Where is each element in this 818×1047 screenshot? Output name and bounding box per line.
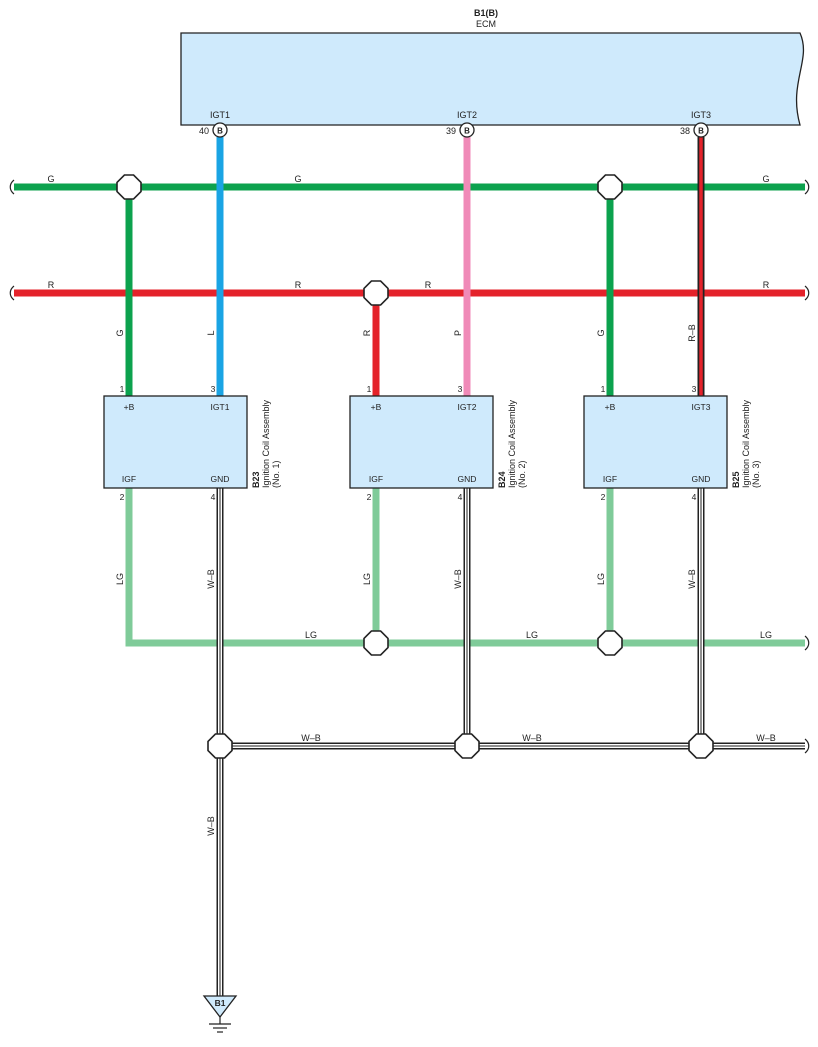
coil-3: +B IGT3 IGF GND 1 3 2 4 B25 Ignition Coi… (583, 384, 761, 502)
coil-1-number: (No. 1) (271, 460, 281, 488)
coil-1-code: B23 (251, 471, 261, 488)
wire-label-r-mid1: R (295, 280, 302, 290)
ecm-pin-igt3: B 38 (680, 122, 709, 138)
coil-2-n-gnd: 4 (458, 492, 463, 502)
wire-label-lg-d1: LG (115, 573, 125, 585)
ecm-block (180, 32, 805, 126)
coil-2-pin-b: +B (371, 402, 382, 412)
wire-label-drop-g1: G (115, 329, 125, 336)
ecm-pin-igt1: B 40 (199, 122, 228, 138)
coil-2-box (349, 395, 494, 489)
splice-lg-1 (363, 630, 389, 656)
splice-lg-2 (597, 630, 623, 656)
splice-r-mid (363, 280, 389, 306)
ecm-pin-igt1-number: 40 (199, 126, 209, 136)
coil-3-name: Ignition Coil Assembly (741, 399, 751, 488)
wire-wb-harness (216, 488, 805, 998)
wire-label-wb-ground: W–B (206, 816, 216, 836)
wire-label-drop-g3: G (596, 329, 606, 336)
coil-3-code: B25 (731, 471, 741, 488)
ecm-pin-igt1-label: IGT1 (210, 110, 230, 120)
wire-label-lg-d2: LG (362, 573, 372, 585)
ecm-pin-igt2-badge: B (464, 127, 470, 136)
wire-label-r-left: R (48, 280, 55, 290)
coil-1-pin-b: +B (124, 402, 135, 412)
wire-label-wb-d3: W–B (687, 569, 697, 589)
wire-label-g-mid: G (294, 174, 301, 184)
coil-2-pin-gnd: GND (458, 474, 477, 484)
ground-b1-triangle (202, 995, 238, 1019)
splice-wb-1 (207, 733, 233, 759)
coil-3-pin-igf: IGF (603, 474, 617, 484)
ecm-pin-igt3-number: 38 (680, 126, 690, 136)
wire-label-wb-h3: W–B (756, 733, 776, 743)
coil-1-box (103, 395, 248, 489)
wire-label-lg-h1: LG (305, 630, 317, 640)
coil-1-n-igt: 3 (211, 384, 216, 394)
splice-g-left (116, 174, 142, 200)
ecm-pin-igt2: B 39 (446, 122, 475, 138)
coil-1-n-gnd: 4 (211, 492, 216, 502)
coil-3-pin-gnd: GND (692, 474, 711, 484)
ecm-name-label: ECM (476, 19, 496, 29)
ecm-pin-igt2-label: IGT2 (457, 110, 477, 120)
wire-label-lg-d3: LG (596, 573, 606, 585)
coil-2-name: Ignition Coil Assembly (507, 399, 517, 488)
coil-2: +B IGT2 IGF GND 1 3 2 4 B24 Ignition Coi… (349, 384, 527, 502)
coil-2-n-igt: 3 (458, 384, 463, 394)
coil-2-number: (No. 2) (517, 460, 527, 488)
ecm-pin-igt2-number: 39 (446, 126, 456, 136)
ecm-connector-label: B1(B) (474, 8, 498, 18)
wire-label-wb-d1: W–B (206, 569, 216, 589)
wire-label-g-left: G (47, 174, 54, 184)
wire-label-lg-h2: LG (526, 630, 538, 640)
coil-3-n-igt: 3 (692, 384, 697, 394)
coil-1-name: Ignition Coil Assembly (261, 399, 271, 488)
coil-3-box (583, 395, 728, 489)
wire-label-wb-h1: W–B (301, 733, 321, 743)
wire-label-drop-p: P (453, 330, 463, 336)
ecm-pin-igt3-label: IGT3 (691, 110, 711, 120)
wire-lg-harness (125, 488, 805, 647)
wire-label-wb-d2: W–B (453, 569, 463, 589)
wire-label-wb-h2: W–B (522, 733, 542, 743)
coil-3-number: (No. 3) (751, 460, 761, 488)
coil-2-pin-igf: IGF (369, 474, 383, 484)
break-marks (9, 179, 810, 754)
coil-3-n-igf: 2 (601, 492, 606, 502)
coil-1-pin-gnd: GND (211, 474, 230, 484)
coil-3-pin-igt: IGT3 (692, 402, 711, 412)
ground-b1: B1 (202, 995, 238, 1033)
wire-label-r-right: R (763, 280, 770, 290)
wire-label-r-mid2: R (425, 280, 432, 290)
ground-b1-label: B1 (215, 998, 226, 1008)
coil-3-n-gnd: 4 (692, 492, 697, 502)
splice-g-right (597, 174, 623, 200)
coil-3-pin-b: +B (605, 402, 616, 412)
coil-1: +B IGT1 IGF GND 1 3 2 4 B23 Ignition Coi… (103, 384, 281, 502)
ecm-pin-igt3-badge: B (698, 127, 704, 136)
coil-2-n-b: 1 (367, 384, 372, 394)
wire-label-lg-h3: LG (760, 630, 772, 640)
coil-2-n-igf: 2 (367, 492, 372, 502)
coil-1-pin-igt: IGT1 (211, 402, 230, 412)
splice-wb-3 (688, 733, 714, 759)
wire-label-drop-rb: R–B (687, 324, 697, 342)
wire-label-drop-l: L (206, 330, 216, 335)
coil-1-n-igf: 2 (120, 492, 125, 502)
ecm-pin-igt1-badge: B (217, 127, 223, 136)
coil-3-n-b: 1 (601, 384, 606, 394)
coil-2-code: B24 (497, 471, 507, 488)
coil-1-n-b: 1 (120, 384, 125, 394)
splice-wb-2 (454, 733, 480, 759)
wire-label-drop-r: R (362, 329, 372, 336)
coil-2-pin-igt: IGT2 (458, 402, 477, 412)
splice-points (116, 174, 714, 759)
wire-label-g-right: G (762, 174, 769, 184)
coil-1-pin-igf: IGF (122, 474, 136, 484)
